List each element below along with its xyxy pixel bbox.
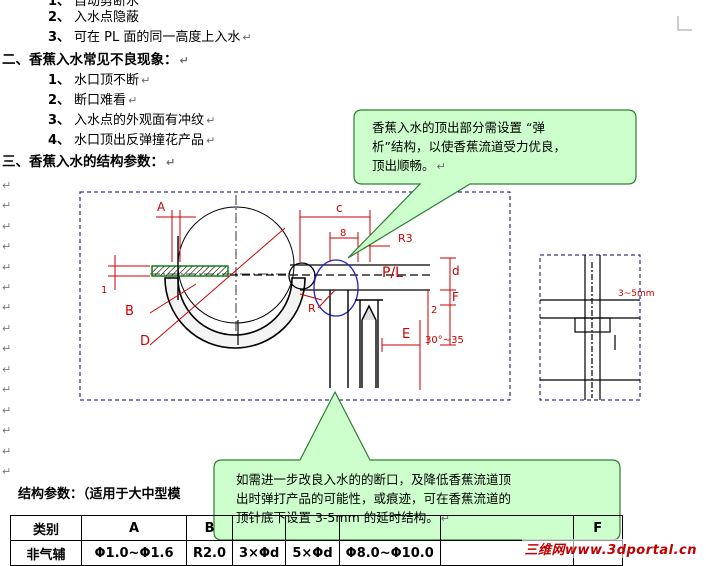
label-8: 8: [340, 228, 347, 239]
figure-frame: [79, 191, 511, 401]
outline-item-1-2: 2、入水点隐蔽: [48, 10, 140, 25]
label-R3: R3: [398, 232, 413, 245]
paragraph-mark: ↵: [2, 383, 12, 396]
runner-circle: [288, 262, 316, 290]
label-R: R: [308, 302, 316, 315]
label-E: E: [402, 327, 411, 342]
paragraph-mark: ↵: [2, 199, 12, 212]
dimension-lines: [108, 210, 456, 390]
outline-item-2-4: 4、水口顶出反弹撞花产品↵: [48, 133, 216, 148]
outline-item-2-1: 1、水口顶不断↵: [48, 73, 151, 88]
label-d: d: [452, 264, 460, 278]
paragraph-mark: ↵: [2, 261, 12, 274]
params-heading: 结构参数：（适用于大中型模: [18, 487, 181, 502]
paragraph-mark: ↵: [2, 179, 12, 192]
label-B: B: [125, 304, 134, 319]
outline-item-1-3: 3、可在 PL 面的同一高度上入水↵: [48, 30, 252, 45]
label-A: A: [157, 200, 166, 214]
outline-item-2-2: 2、断口难看↵: [48, 93, 138, 108]
paragraph-mark: ↵: [2, 424, 12, 437]
outline-item-1-1: 1、自动剪断水: [48, 0, 140, 9]
page-corner-mark: [677, 16, 692, 31]
table-cell: 类别: [10, 515, 82, 541]
paragraph-mark: ↵: [2, 240, 12, 253]
label-F: F: [452, 290, 459, 304]
label-angle: 30°~35: [425, 335, 464, 346]
paragraph-mark: ↵: [2, 301, 12, 314]
table-cell: [232, 515, 287, 541]
label-PL: P/L: [382, 265, 403, 281]
section-heading-2: 二、香蕉入水常见不良现象：↵: [2, 52, 189, 68]
paragraph-mark: ↵: [2, 445, 12, 458]
label-C: c: [336, 201, 343, 215]
table-cell: B: [185, 515, 234, 541]
label-D: D: [140, 334, 151, 349]
section-heading-3: 三、香蕉入水的结构参数：↵: [2, 154, 176, 170]
table-cell: [439, 515, 574, 541]
paragraph-mark: ↵: [2, 281, 12, 294]
paragraph-mark: ↵: [2, 465, 12, 478]
callout-top-balloon: [347, 109, 637, 259]
outline-item-2-3: 3、入水点的外观面有冲纹↵: [48, 113, 216, 128]
callout-top-text: 香蕉入水的顶出部分需设置 “弹 析”结构，以使香蕉流道受力优良， 顶出顺畅。↵: [372, 120, 566, 173]
table-cell: F: [572, 515, 623, 541]
paragraph-mark: ↵: [2, 342, 12, 355]
label-2: 2: [431, 305, 438, 316]
paragraph-mark: ↵: [2, 322, 12, 335]
banana-runner: [164, 277, 306, 349]
table-row: 类别 A B F: [10, 515, 623, 541]
label-side-3-5mm: 3~5mm: [618, 289, 655, 299]
table-cell: [338, 515, 441, 541]
paragraph-mark: ↵: [2, 363, 12, 376]
params-table: 类别 A B F 非气辅 Φ1.0~Φ1.6 R2.0 3×Φd 5×Φd Φ8…: [10, 515, 623, 566]
paragraph-mark: ↵: [2, 220, 12, 233]
paragraph-mark: ↵: [2, 404, 12, 417]
ejector-highlight: [313, 259, 359, 317]
table-cell: [285, 515, 340, 541]
detail-view: [540, 255, 640, 400]
label-1: 1: [101, 285, 108, 296]
watermark: 三维网www.3dportal.cn: [521, 539, 700, 558]
detail-frame: [539, 254, 641, 401]
product-part: [151, 265, 229, 277]
table-cell: A: [81, 515, 187, 541]
ejector-pin: [329, 290, 383, 388]
